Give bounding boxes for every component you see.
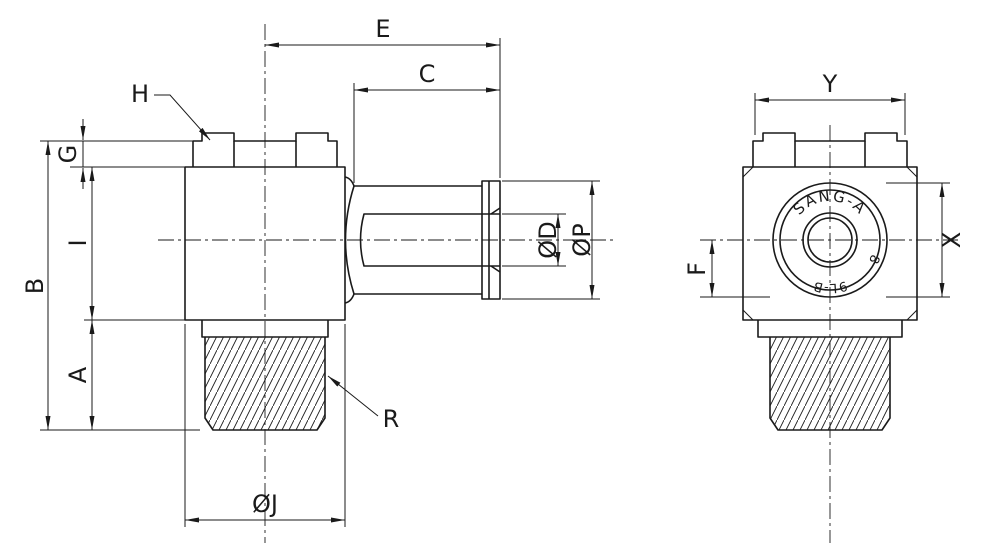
tube-bore-lines	[359, 213, 500, 267]
release-collar-detail-lines	[233, 141, 297, 167]
face-ring-circle	[779, 189, 881, 291]
dim-label-a: A	[64, 366, 92, 383]
dim-c: C	[353, 60, 500, 183]
leader-r: R	[327, 375, 400, 433]
release-collar-profile	[192, 132, 338, 167]
dim-label-p: ØP	[568, 223, 596, 256]
dim-label-y: Y	[822, 70, 838, 98]
outlet-port-outline	[344, 176, 482, 304]
dim-label-g: G	[54, 145, 82, 164]
side-view: E C H G B I	[21, 15, 614, 543]
dim-label-d: ØD	[534, 221, 562, 258]
dim-label-f: F	[683, 262, 711, 276]
dim-a: A	[64, 320, 95, 430]
leader-h: H	[131, 80, 211, 141]
dim-label-r: R	[383, 405, 400, 433]
male-thread-stem	[769, 337, 891, 431]
release-collar-detail-lines	[794, 141, 866, 167]
body-corner-chamfers	[742, 166, 918, 321]
dim-y: Y	[754, 70, 906, 135]
face-bore-circle	[802, 212, 858, 268]
dim-i: I	[64, 167, 95, 320]
face-outer-circle	[772, 182, 888, 298]
dim-label-x: X	[938, 232, 966, 248]
port-end-flange	[481, 180, 501, 300]
leader-line	[327, 375, 379, 417]
bore-entry-chamfer	[490, 207, 501, 273]
release-collar-profile	[752, 132, 908, 167]
dim-j: ØJ	[184, 324, 346, 527]
fitting-body-outline	[742, 166, 918, 321]
dim-b: B	[21, 141, 51, 430]
port-root-arc	[344, 185, 355, 295]
dim-label-i: I	[64, 239, 92, 246]
thread-hatch-right	[770, 337, 890, 430]
thread-hatch-left	[205, 337, 325, 430]
dim-x: X	[886, 182, 966, 298]
dim-e: E	[265, 15, 501, 178]
dim-label-c: C	[419, 60, 436, 88]
male-thread-stem	[204, 337, 326, 431]
dim-d: ØD	[502, 213, 566, 267]
front-view: SANG-A 9L-B 8 Y X F	[683, 70, 966, 543]
leader-line	[154, 94, 211, 141]
dim-label-j: ØJ	[252, 490, 278, 518]
dim-label-e: E	[375, 15, 390, 43]
dim-g: G	[54, 119, 86, 189]
dim-label-h: H	[131, 80, 149, 108]
dim-f: F	[683, 240, 770, 298]
dim-p: ØP	[502, 180, 600, 300]
face-bore-chamfer-circle	[807, 217, 853, 263]
dim-label-b: B	[21, 278, 49, 294]
